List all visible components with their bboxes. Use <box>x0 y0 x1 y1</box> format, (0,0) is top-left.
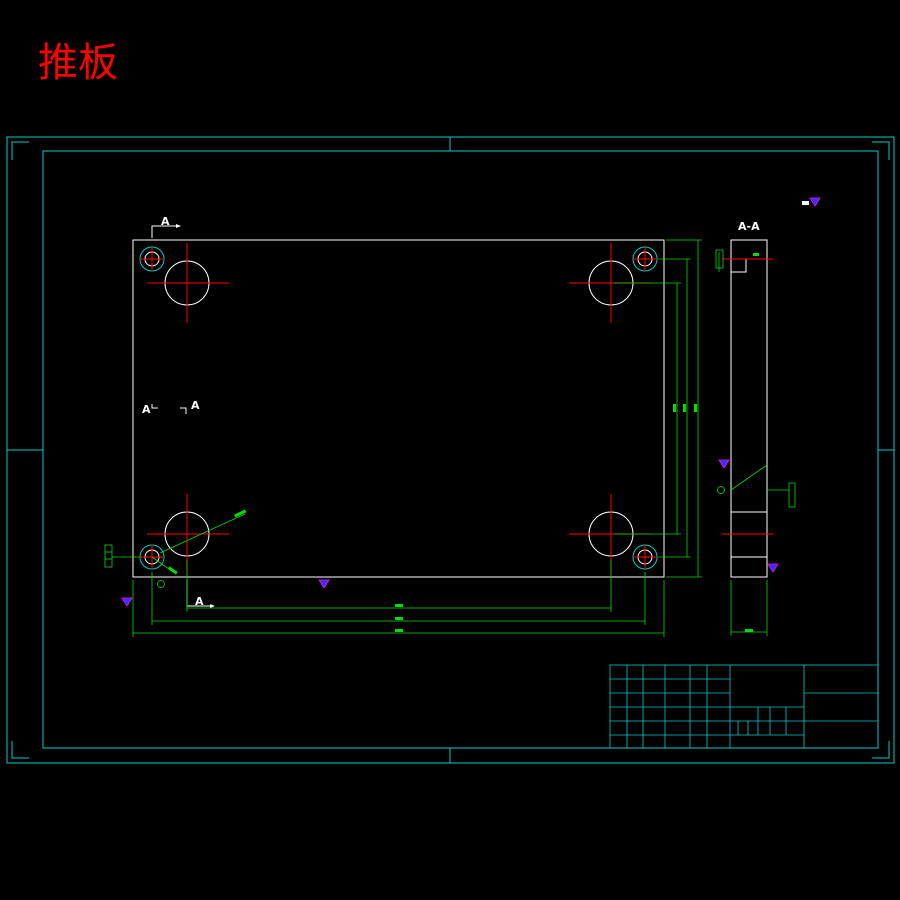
corner-mark-tl <box>11 141 29 160</box>
centerlines <box>140 243 657 574</box>
section-centerlines <box>722 258 773 535</box>
datum-symbol-front <box>157 580 165 588</box>
leader-section-edge <box>730 464 768 491</box>
section-outline <box>730 239 768 578</box>
datum-symbol-section <box>717 486 725 494</box>
drawing-title: 推板 <box>38 40 118 86</box>
roughness-symbols-section <box>718 197 821 573</box>
geometric-tolerance-frame-right <box>788 482 796 508</box>
outer-border <box>6 136 895 764</box>
dimensions-section <box>718 252 789 636</box>
dimensions-front <box>112 239 702 637</box>
title-block <box>609 664 879 749</box>
section-cut-bottom: A <box>186 580 215 608</box>
section-label-top: A <box>161 215 170 228</box>
plate-outline <box>132 239 665 578</box>
corner-mark-br <box>872 741 890 759</box>
section-view-label: A-A <box>738 220 760 233</box>
front-view: A A A A <box>104 215 702 637</box>
dimension-value-marks <box>167 404 697 632</box>
counterbore-section <box>730 258 747 273</box>
section-label-bottom: A <box>195 595 204 608</box>
general-roughness-symbol <box>809 197 821 207</box>
section-label-mid-right: A <box>191 399 200 412</box>
corner-mark-tr <box>872 141 890 160</box>
section-dimension-marks <box>745 253 759 632</box>
leader-bore-diameter <box>159 513 246 554</box>
section-label-mid-left: A <box>142 403 151 416</box>
inner-border <box>42 150 879 749</box>
section-cut-middle: A A <box>142 399 200 416</box>
title-block-outer <box>609 664 879 749</box>
corner-mark-bl <box>11 741 29 759</box>
roughness-symbols-front <box>121 579 330 607</box>
section-view-aa: A-A <box>715 197 821 636</box>
tolerance-frame-top <box>715 249 724 269</box>
section-cut-top: A <box>151 215 181 238</box>
drawing-frame <box>6 136 895 764</box>
geometric-tolerance-frame-left <box>104 544 113 568</box>
